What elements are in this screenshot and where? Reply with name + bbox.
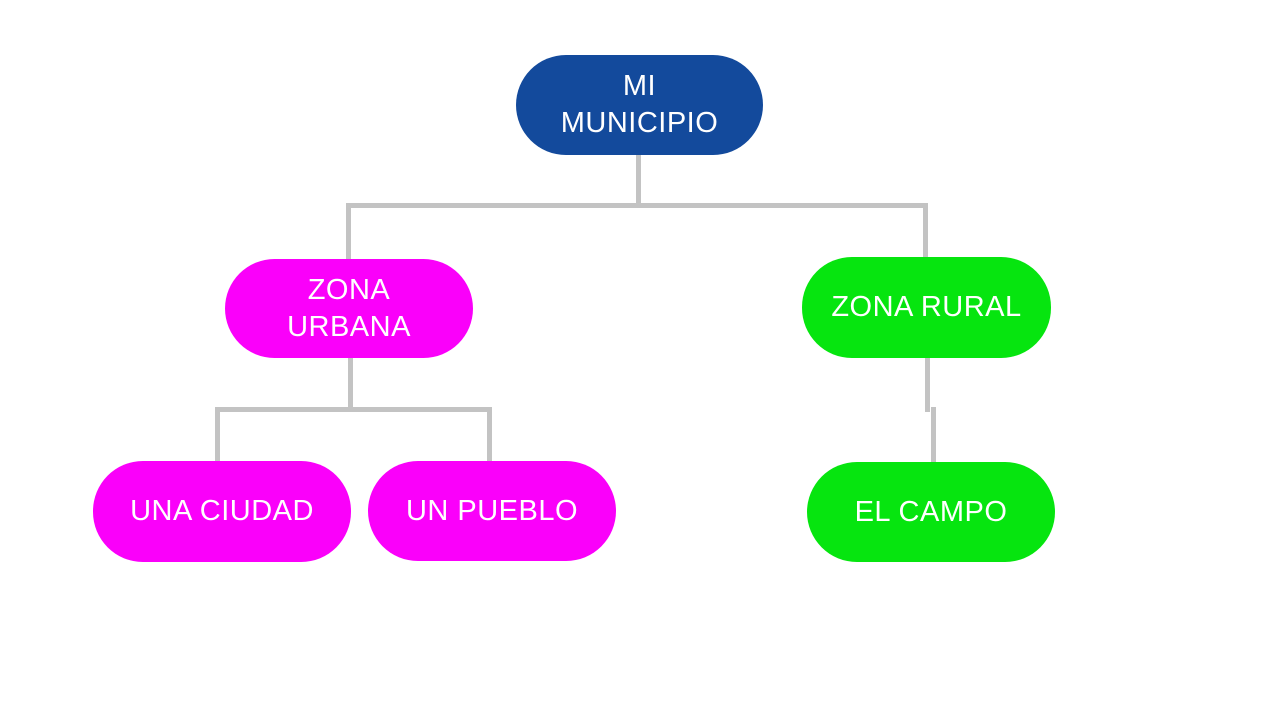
connector-to-el-campo bbox=[931, 407, 936, 464]
connector-level2-horizontal bbox=[215, 407, 492, 412]
node-un-pueblo: UN PUEBLO bbox=[368, 461, 616, 561]
node-el-campo: EL CAMPO bbox=[807, 462, 1055, 562]
node-una-ciudad: UNA CIUDAD bbox=[93, 461, 351, 562]
connector-zona-rural-stem bbox=[925, 356, 930, 412]
connector-to-zona-rural bbox=[923, 203, 928, 259]
connector-root-stem bbox=[636, 153, 641, 207]
node-zona-urbana: ZONA URBANA bbox=[225, 259, 473, 358]
connector-to-zona-urbana bbox=[346, 203, 351, 261]
connector-level1-horizontal bbox=[346, 203, 928, 208]
connector-zona-urbana-stem bbox=[348, 356, 353, 412]
connector-to-una-ciudad bbox=[215, 407, 220, 463]
node-zona-rural: ZONA RURAL bbox=[802, 257, 1051, 358]
node-mi-municipio: MI MUNICIPIO bbox=[516, 55, 763, 155]
connector-to-un-pueblo bbox=[487, 407, 492, 463]
